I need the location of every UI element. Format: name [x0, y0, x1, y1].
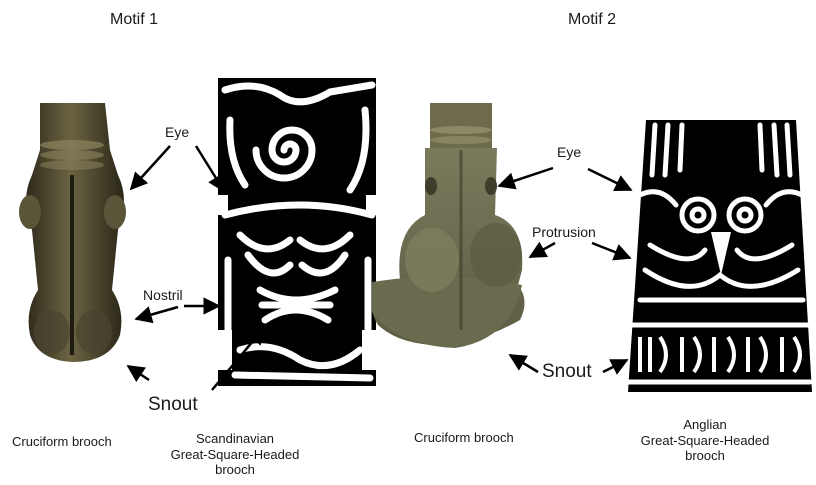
arrow-protrusion-right: [592, 243, 630, 258]
arrow-nostril-left: [136, 307, 178, 319]
label-snout-motif2: Snout: [542, 361, 592, 384]
motif-2-title: Motif 2: [568, 10, 616, 29]
label-eye-motif2: Eye: [557, 144, 581, 161]
motif-1-title: Motif 1: [110, 10, 158, 29]
label-protrusion: Protrusion: [532, 224, 596, 241]
label-eye-motif1: Eye: [165, 124, 189, 141]
caption-anglian-gsh: Anglian Great-Square-Headed brooch: [630, 417, 780, 464]
arrow-snout-right-2: [603, 360, 627, 372]
caption-line: Scandinavian: [160, 431, 310, 447]
label-nostril: Nostril: [143, 287, 183, 304]
scandinavian-gsh-brooch-image: [218, 78, 376, 386]
arrow-snout-lower-left: [128, 366, 149, 380]
caption-cruciform-brooch-2: Cruciform brooch: [414, 430, 514, 446]
caption-line: brooch: [630, 448, 780, 464]
caption-line: Great-Square-Headed: [630, 433, 780, 449]
arrow-protrusion-left: [530, 243, 555, 257]
arrow-snout-left-2: [510, 355, 538, 372]
label-snout-motif1: Snout: [148, 394, 198, 417]
caption-line: brooch: [160, 462, 310, 478]
arrow-eye-left-2: [499, 168, 553, 186]
caption-line: Anglian: [630, 417, 780, 433]
arrow-eye-right-2: [588, 169, 631, 190]
anglian-gsh-brooch-image: [628, 120, 812, 392]
caption-cruciform-brooch-1: Cruciform brooch: [12, 434, 112, 450]
arrow-eye-left: [131, 146, 170, 189]
caption-scandinavian-gsh: Scandinavian Great-Square-Headed brooch: [160, 431, 310, 478]
cruciform-brooch-1-photo: [19, 103, 126, 362]
caption-line: Great-Square-Headed: [160, 447, 310, 463]
cruciform-brooch-2-photo: [372, 103, 525, 348]
